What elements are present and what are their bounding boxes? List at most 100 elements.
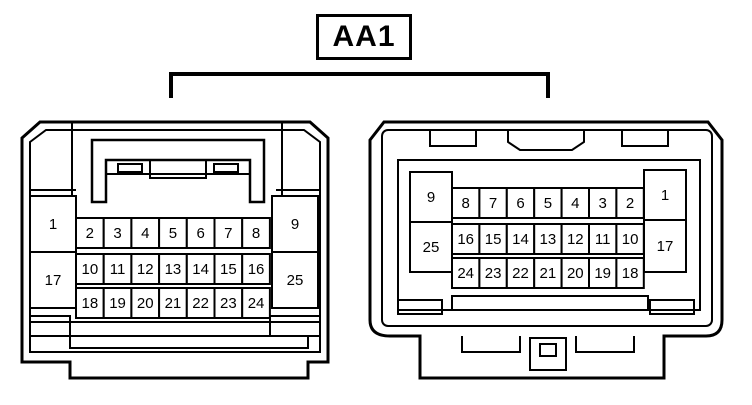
terminal-number: 11 [110,261,126,278]
right-terminal-cell: 4 [560,187,590,219]
terminal-number: 1 [661,187,669,204]
terminal-number: 15 [485,231,502,248]
terminal-number: 10 [622,231,639,248]
left-terminal-cell: 2 [75,217,105,249]
left-side-cell: 25 [271,251,319,309]
terminal-number: 3 [599,195,607,212]
terminal-number: 20 [567,265,584,282]
terminal-number: 4 [141,225,149,242]
terminal-number: 18 [622,265,639,282]
terminal-number: 17 [45,272,62,289]
terminal-number: 11 [595,231,611,248]
terminal-number: 20 [137,295,154,312]
right-terminal-cell: 2 [615,187,645,219]
left-side-cell: 9 [271,195,319,253]
left-terminal-cell: 12 [130,253,161,285]
right-terminal-cell: 22 [505,257,536,289]
right-terminal-cell: 23 [478,257,508,289]
right-terminal-cell: 11 [588,223,618,255]
terminal-number: 14 [512,231,529,248]
left-terminal-cell: 23 [213,287,244,319]
terminal-number: 3 [113,225,121,242]
terminal-number: 1 [49,216,57,233]
right-terminal-cell: 14 [505,223,536,255]
left-side-cell: 17 [29,251,77,309]
terminal-number: 14 [192,261,209,278]
right-side-cell: 1 [643,169,687,221]
terminal-number: 7 [224,225,232,242]
right-terminal-cell: 6 [505,187,536,219]
terminal-number: 6 [516,195,524,212]
right-terminal-cell: 16 [451,223,481,255]
terminal-number: 12 [137,261,154,278]
terminal-number: 17 [657,238,674,255]
terminal-number: 25 [287,272,304,289]
terminal-number: 16 [457,231,474,248]
terminal-number: 15 [220,261,237,278]
left-terminal-grid: 1 17 9 25 2 10 18 3 11 19 4 12 20 5 13 21 6 14 22 7 15 23 8 16 2… [29,195,319,319]
right-terminal-cell: 7 [478,187,508,219]
right-terminal-cell: 24 [451,257,481,289]
right-terminal-cell: 12 [560,223,590,255]
terminal-number: 16 [248,261,265,278]
terminal-number: 19 [109,295,126,312]
left-terminal-cell: 11 [102,253,133,285]
terminal-number: 10 [82,261,99,278]
left-terminal-cell: 4 [130,217,161,249]
terminal-number: 18 [82,295,99,312]
terminal-number: 9 [291,216,299,233]
right-terminal-grid: 9 25 1 17 8 16 24 7 15 23 6 14 22 5 13 21 4 12 20 3 11 19 2 10 1… [409,169,687,289]
right-terminal-cell: 8 [451,187,481,219]
terminal-number: 19 [594,265,611,282]
right-terminal-cell: 15 [478,223,508,255]
right-terminal-cell: 10 [615,223,645,255]
right-terminal-cell: 18 [615,257,645,289]
terminal-number: 8 [462,195,470,212]
right-terminal-cell: 19 [588,257,618,289]
left-terminal-cell: 19 [102,287,133,319]
right-side-cell: 17 [643,219,687,273]
left-terminal-cell: 14 [185,253,216,285]
title-bracket [169,72,550,98]
left-connector-body [20,120,330,380]
terminal-number: 13 [165,261,182,278]
right-connector-body [368,120,724,380]
left-terminal-cell: 22 [185,287,216,319]
right-terminal-cell: 13 [533,223,563,255]
left-terminal-cell: 7 [213,217,244,249]
right-terminal-cell: 20 [560,257,590,289]
terminal-number: 9 [427,189,435,206]
left-terminal-cell: 18 [75,287,105,319]
terminal-number: 23 [220,295,237,312]
terminal-number: 8 [252,225,260,242]
left-terminal-cell: 16 [241,253,271,285]
terminal-number: 2 [626,195,634,212]
left-terminal-cell: 6 [185,217,216,249]
terminal-number: 4 [571,195,579,212]
terminal-number: 22 [512,265,529,282]
left-terminal-cell: 21 [158,287,188,319]
terminal-number: 13 [540,231,557,248]
terminal-number: 6 [196,225,204,242]
left-side-cell: 1 [29,195,77,253]
terminal-number: 21 [165,295,182,312]
left-terminal-cell: 15 [213,253,244,285]
left-terminal-cell: 13 [158,253,188,285]
right-terminal-cell: 21 [533,257,563,289]
right-terminal-cell: 3 [588,187,618,219]
terminal-number: 25 [423,239,440,256]
left-terminal-cell: 5 [158,217,188,249]
terminal-number: 5 [169,225,177,242]
connector-title: AA1 [316,14,412,60]
right-terminal-cell: 5 [533,187,563,219]
terminal-number: 2 [86,225,94,242]
right-side-cell: 25 [409,221,453,273]
left-terminal-cell: 24 [241,287,271,319]
terminal-number: 21 [540,265,557,282]
terminal-number: 12 [567,231,584,248]
terminal-number: 7 [489,195,497,212]
terminal-number: 5 [544,195,552,212]
terminal-number: 24 [248,295,265,312]
terminal-number: 23 [485,265,502,282]
